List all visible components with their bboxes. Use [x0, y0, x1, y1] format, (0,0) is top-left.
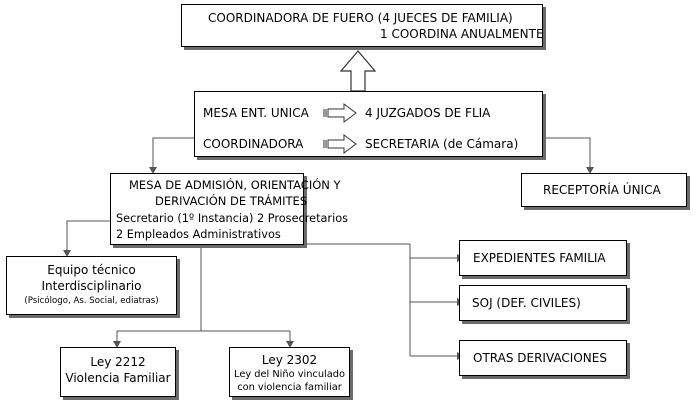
mesa-admision-staff-line2: 2 Empleados Administrativos: [116, 228, 281, 241]
juzgados-familia-label: 4 JUZGADOS DE FLIA: [365, 106, 491, 120]
ley-2302-box: Ley 2302 Ley del Niño vinculado con viol…: [229, 347, 350, 397]
otras-derivaciones-label: OTRAS DERIVACIONES: [473, 351, 607, 365]
equipo-tecnico-line2: Interdisciplinario: [41, 279, 142, 293]
coordinadora-fuero-box: COORDINADORA DE FUERO (4 JUECES DE FAMIL…: [181, 4, 544, 47]
ley-2302-description-line1: Ley del Niño vinculado: [234, 369, 345, 380]
mesa-admision-title-line2: DERIVACIÓN DE TRÁMITES: [155, 194, 308, 208]
equipo-tecnico-box: Equipo técnico Interdisciplinario (Psicó…: [6, 256, 177, 315]
coordinadora-fuero-line2: 1 COORDINA ANUALMENTE: [380, 27, 544, 41]
ley-2212-description: Violencia Familiar: [65, 371, 171, 385]
ley-2212-box: Ley 2212 Violencia Familiar: [60, 347, 176, 397]
mesa-admision-staff-line1: Secretario (1º Instancia) 2 Prosecretari…: [116, 212, 349, 225]
ley-2302-number: Ley 2302: [261, 353, 318, 367]
receptoria-unica-label: RECEPTORÍA ÚNICA: [543, 183, 661, 197]
ley-2212-number: Ley 2212: [90, 355, 146, 369]
mesa-entrada-unica-label: MESA ENT. UNICA: [203, 106, 309, 120]
right-arrow-icon: [323, 134, 357, 154]
mesa-admision-box: MESA DE ADMISIÓN, ORIENTACIÓN Y DERIVACI…: [110, 173, 348, 245]
soj-label: SOJ (DEF. CIVILES): [472, 296, 581, 310]
mesa-admision-title-line1: MESA DE ADMISIÓN, ORIENTACIÓN Y: [129, 178, 341, 192]
equipo-tecnico-line3: (Psicólogo, As. Social, ediatras): [24, 296, 159, 306]
expedientes-familia-box: EXPEDIENTES FAMILIA: [459, 240, 627, 276]
coordinadora-label: COORDINADORA: [203, 137, 304, 151]
right-arrow-icon: [323, 103, 357, 123]
otras-derivaciones-box: OTRAS DERIVACIONES: [459, 340, 627, 376]
mesa-entradas-box: MESA ENT. UNICA 4 JUZGADOS DE FLIA COORD…: [194, 91, 543, 157]
expedientes-familia-label: EXPEDIENTES FAMILIA: [473, 251, 606, 265]
ley-2302-description-line2: con violencia familiar: [237, 382, 342, 393]
up-arrow-icon: [340, 50, 376, 92]
coordinadora-fuero-line1: COORDINADORA DE FUERO (4 JUECES DE FAMIL…: [208, 11, 513, 25]
soj-box: SOJ (DEF. CIVILES): [459, 285, 627, 321]
equipo-tecnico-line1: Equipo técnico: [47, 263, 136, 277]
receptoria-unica-box: RECEPTORÍA ÚNICA: [521, 173, 687, 207]
secretaria-camara-label: SECRETARIA (de Cámara): [365, 137, 519, 151]
